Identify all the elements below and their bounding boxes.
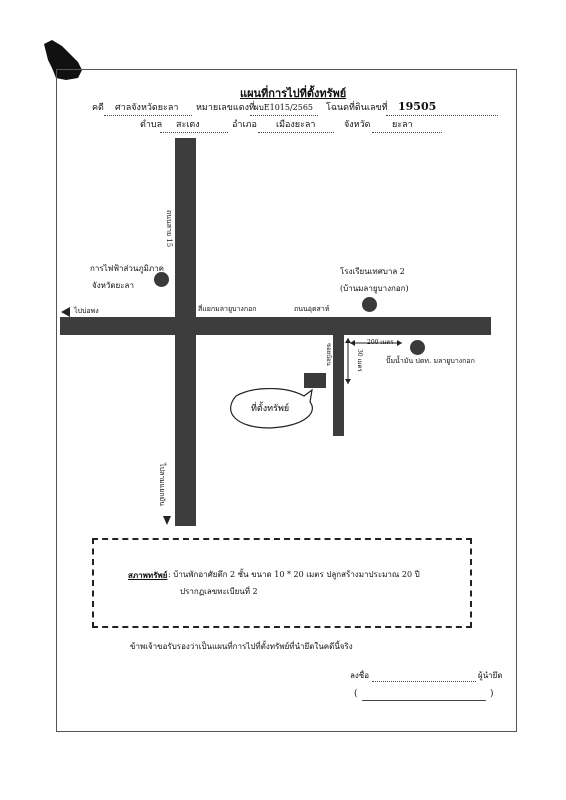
sign-label: ลงชื่อ <box>350 671 370 680</box>
main-road-horizontal <box>60 317 491 335</box>
name-line <box>362 700 486 701</box>
case-value: ศาลจังหวัดยะลา <box>115 103 179 113</box>
alley-road <box>333 335 344 436</box>
alley-label: ซอยบ้อน <box>325 343 332 366</box>
condition-line-1: : บ้านพักอาศัยตึก 2 ชั้น ขนาด 10 * 20 เม… <box>168 570 420 579</box>
case-label: คดี <box>92 103 104 113</box>
left-arrow-icon <box>61 307 70 317</box>
school-label-2: (บ้านมลายูบางกอก) <box>340 284 409 293</box>
street-label: ถนนอุตสาห์ <box>294 305 330 313</box>
deed-field <box>386 104 498 116</box>
certification-text: ข้าพเจ้าขอรับรองว่าเป็นแผนที่การไปที่ตั้… <box>130 642 353 651</box>
case-field <box>104 104 192 116</box>
case-no-field <box>250 104 318 116</box>
province-label: จังหวัด <box>344 120 371 130</box>
gas-station-label: ปั๊มน้ำมัน ปตท. มลายูบางกอก <box>386 357 475 365</box>
electricity-office-marker <box>154 272 169 287</box>
subdistrict-field <box>160 121 228 133</box>
sign-role: ผู้นำยึด <box>478 671 503 680</box>
district-value: เมืองยะลา <box>276 120 316 130</box>
distance-arrows <box>345 338 402 384</box>
school-marker <box>362 297 377 312</box>
case-no-value: ผบE1015/2565 <box>254 103 314 112</box>
district-field <box>258 121 334 133</box>
sign-paren-close: ) <box>490 689 494 699</box>
signature-line <box>372 672 476 682</box>
property-callout <box>230 388 313 429</box>
road-vertical-label: ถนนสาย 15 <box>165 210 173 248</box>
condition-label: สภาพทรัพย์ <box>128 570 168 580</box>
subdistrict-value: สะเตง <box>176 120 200 130</box>
distance-vertical-label: 30 เมตร <box>356 349 363 372</box>
electricity-label-1: การไฟฟ้าส่วนภูมิภาค <box>90 264 164 273</box>
down-arrow-icon <box>163 516 171 525</box>
property-label: ที่ตั้งทรัพย์ <box>251 404 290 414</box>
deed-label: โฉนดที่ดินเลขที่ <box>326 103 388 113</box>
page-title: แผนที่การไปที่ตั้งทรัพย์ <box>240 87 347 100</box>
sign-paren-open: ( <box>354 689 358 699</box>
to-bottom-label: ไปสามแยกมัน <box>158 463 166 507</box>
to-left-label: ไปบ่อพง <box>74 307 99 315</box>
district-label: อำเภอ <box>232 120 257 130</box>
subdistrict-label: ตำบล <box>140 120 163 130</box>
page-frame <box>56 69 517 732</box>
gas-station-marker <box>410 340 425 355</box>
ink-blot <box>44 40 82 80</box>
school-label-1: โรงเรียนเทศบาล 2 <box>340 267 405 276</box>
property-building <box>304 373 326 388</box>
province-field <box>372 121 442 133</box>
property-condition-box <box>92 538 472 628</box>
distance-horizontal-label: 200 เมตร <box>367 339 394 346</box>
case-no-label: หมายเลขแดงที่ <box>196 103 255 113</box>
province-value: ยะลา <box>392 120 413 130</box>
condition-line-2: ปรากฏเลขทะเบียนที่ 2 <box>180 587 258 596</box>
intersection-label: สี่แยกมลายูบางกอก <box>198 305 257 313</box>
electricity-label-2: จังหวัดยะลา <box>92 281 134 290</box>
deed-value: 19505 <box>398 100 437 113</box>
